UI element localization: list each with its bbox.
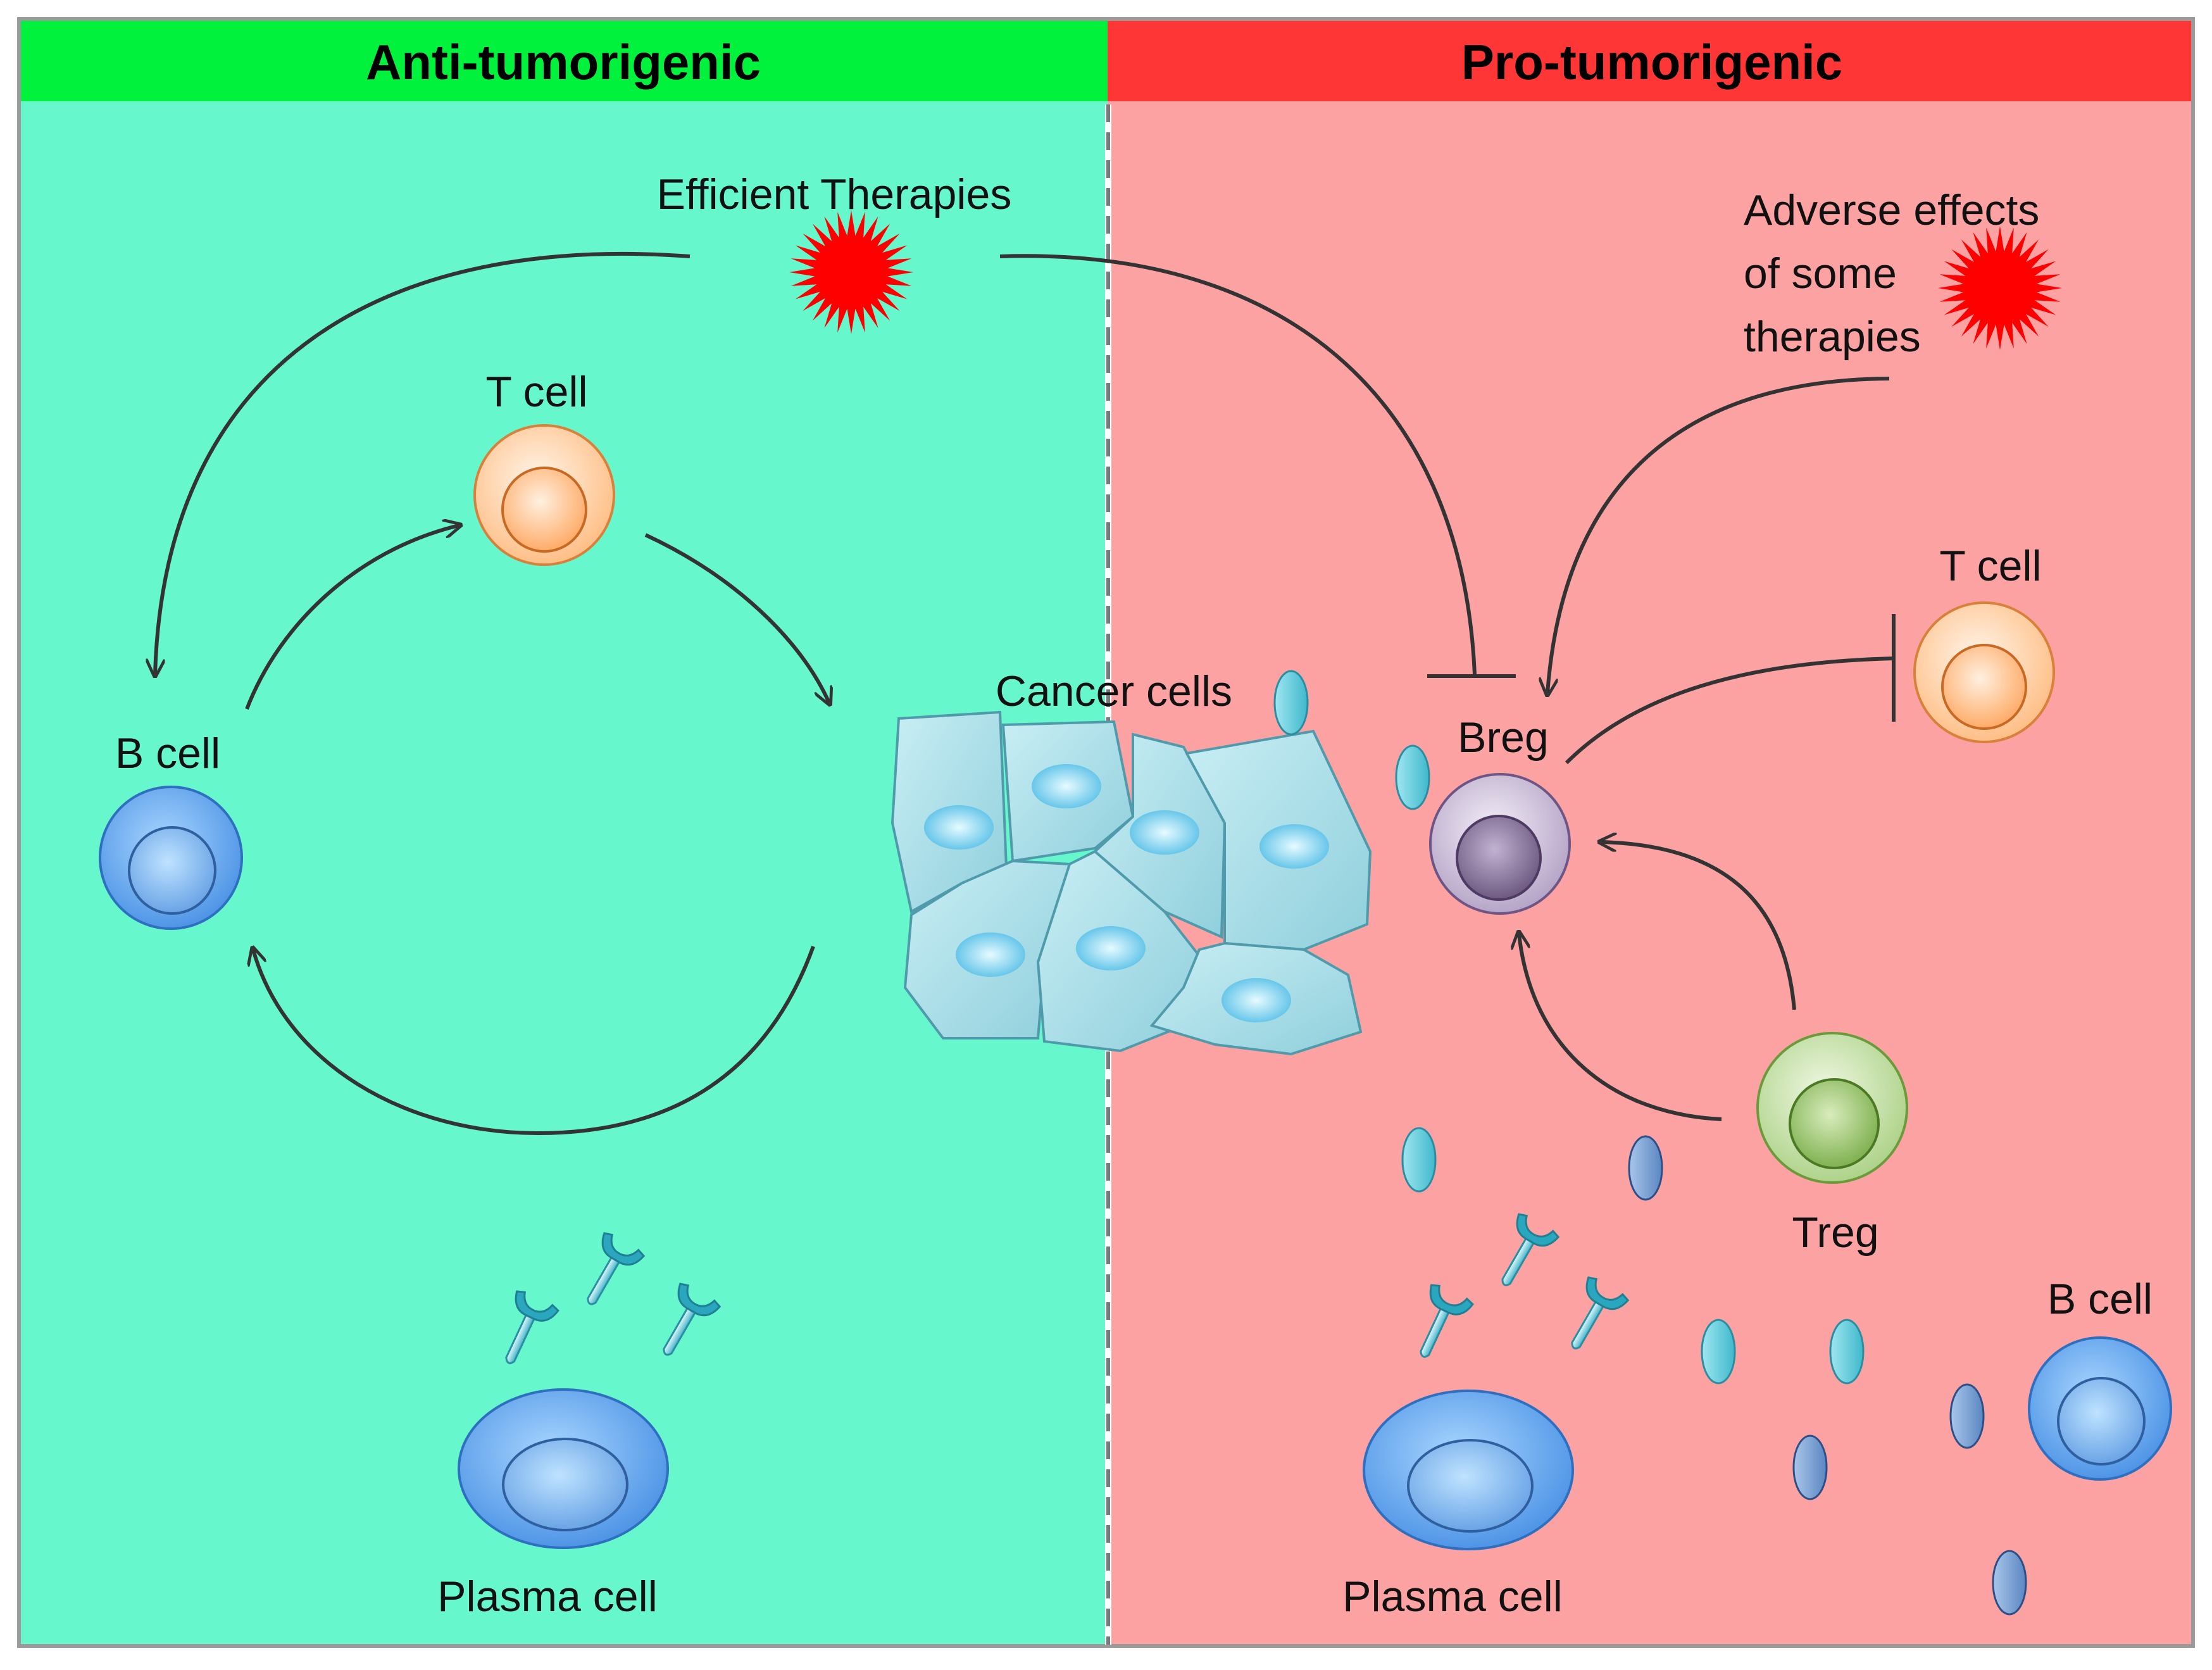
t-cell-right-label: T cell xyxy=(1939,542,2041,590)
breg-label: Breg xyxy=(1458,713,1549,762)
arrow-t-cell-to-cancer xyxy=(644,533,829,703)
cancer-cells-cluster xyxy=(890,710,1372,1056)
arrow-cancer-to-b-cell xyxy=(253,946,815,1136)
inhibition-breg-to-t-cell xyxy=(1565,656,1894,765)
b-cell-right-label: B cell xyxy=(2047,1275,2153,1323)
right-header-title: Pro-tumorigenic xyxy=(1461,34,1842,90)
left-header-bar xyxy=(19,19,1108,101)
adverse-therapy-burst-icon xyxy=(1938,226,2062,350)
treg-cell xyxy=(1756,1032,1908,1184)
efficient-therapies-label: Efficient Therapies xyxy=(657,170,1012,218)
b-cell-right xyxy=(2028,1336,2172,1481)
arrow-treg-to-breg-upper xyxy=(1601,842,1796,1010)
arrow-adverse-to-breg xyxy=(1547,377,1890,693)
cancer-cells-label: Cancer cells xyxy=(996,667,1232,715)
efficient-therapy-burst-icon xyxy=(789,210,913,334)
breg-cell xyxy=(1429,773,1571,915)
cytokine-droplets xyxy=(1273,670,2027,1616)
plasma-cell-left-label: Plasma cell xyxy=(437,1573,658,1621)
inhibition-therapy-to-breg xyxy=(999,254,1477,675)
plasma-cell-right-label: Plasma cell xyxy=(1342,1573,1563,1621)
arrow-treg-to-breg-lower xyxy=(1519,934,1722,1121)
arrow-therapy-to-b-cell xyxy=(155,251,690,674)
b-cell-left-label: B cell xyxy=(115,729,220,777)
t-cell-left xyxy=(473,424,615,566)
plasma-cell-right xyxy=(1363,1390,1574,1550)
adverse-effects-label-line1: Adverse effects xyxy=(1744,186,2039,234)
left-header-title: Anti-tumorigenic xyxy=(366,34,761,90)
t-cell-right xyxy=(1913,601,2055,743)
plasma-cell-left xyxy=(458,1388,669,1549)
adverse-effects-label-line2: of some xyxy=(1744,249,1897,298)
right-header-bar xyxy=(1108,19,2193,101)
b-cell-left xyxy=(99,786,243,930)
t-cell-left-label: T cell xyxy=(485,368,587,416)
treg-label: Treg xyxy=(1792,1209,1878,1257)
arrow-b-cell-to-t-cell xyxy=(245,525,459,710)
adverse-effects-label-line3: therapies xyxy=(1744,313,1921,361)
outer-frame xyxy=(17,17,2195,1648)
